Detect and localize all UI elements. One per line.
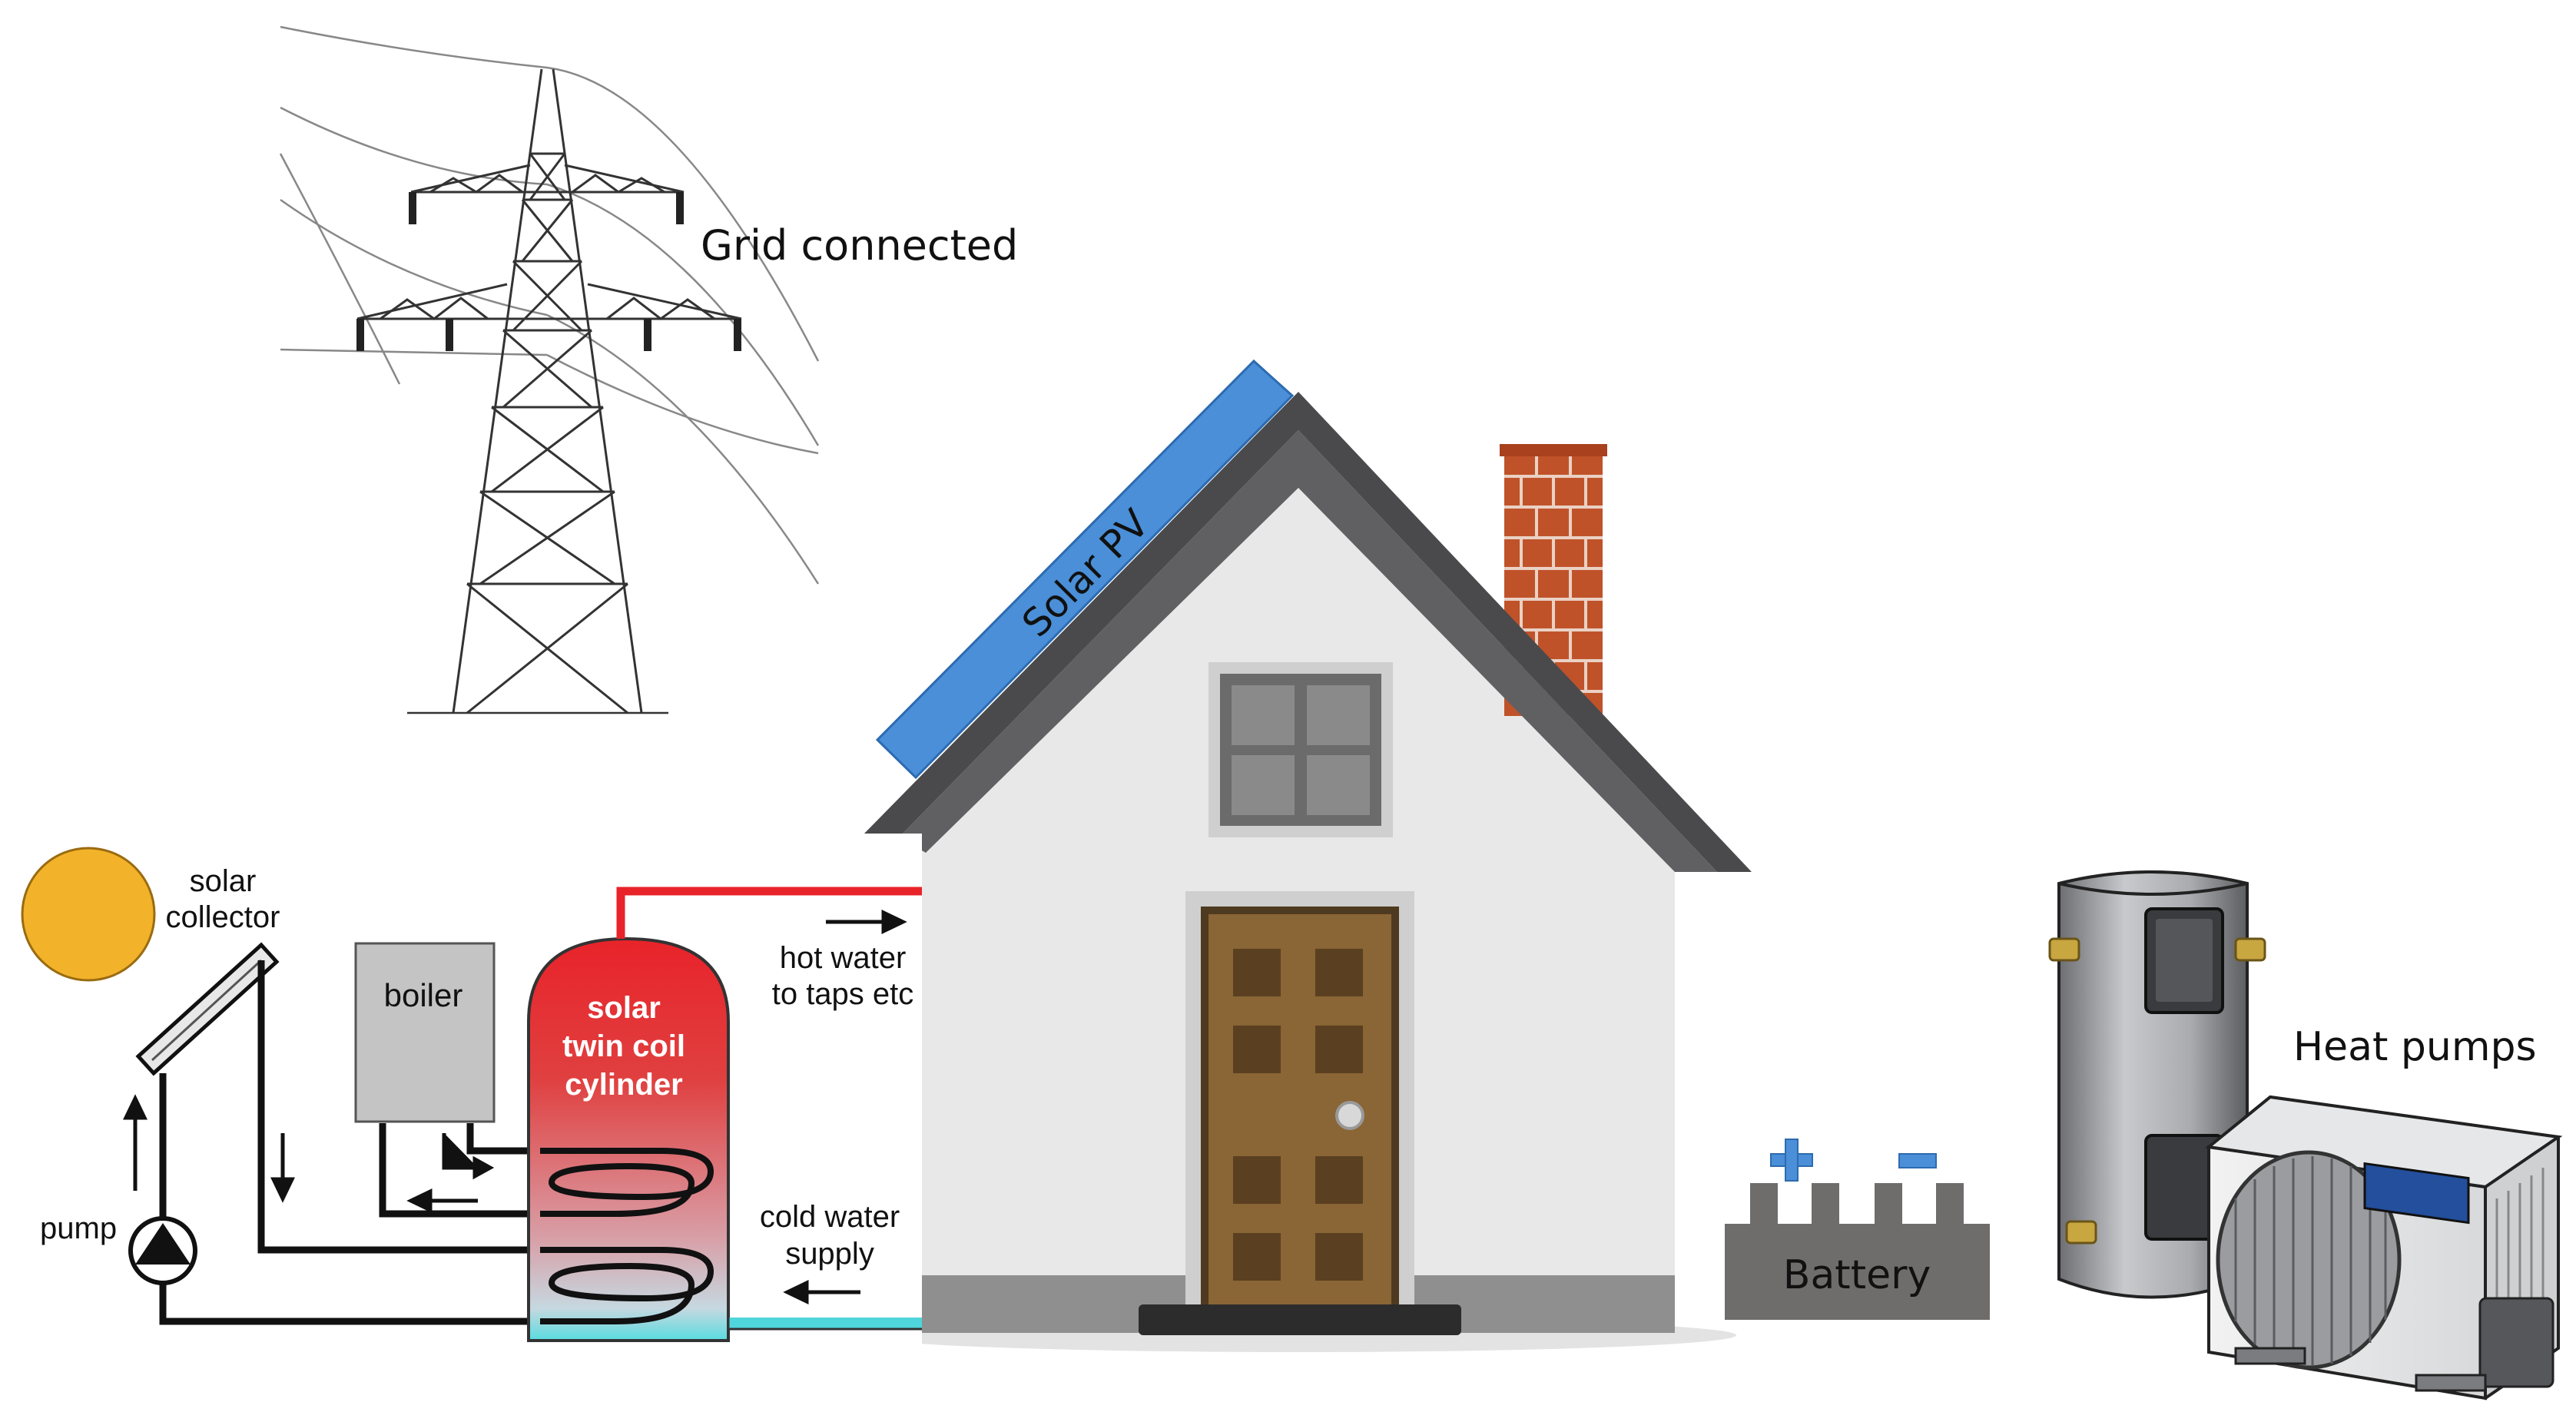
hot-water-label-line2: to taps etc — [772, 977, 914, 1011]
cylinder-label-line1: solar — [587, 991, 661, 1025]
solar-collector-panel — [135, 942, 280, 1076]
battery-label: Battery — [1783, 1252, 1931, 1298]
grid-label: Grid connected — [701, 221, 1018, 270]
hot-water-pipe — [616, 887, 922, 939]
boiler-label: boiler — [384, 977, 463, 1013]
power-lines — [279, 25, 820, 585]
pylon-icon — [279, 25, 820, 714]
cylinder-label-line2: twin coil — [562, 1029, 685, 1063]
sun-icon — [21, 847, 156, 982]
heat-pumps-label: Heat pumps — [2293, 1024, 2537, 1070]
hot-water-label-line1: hot water — [780, 941, 907, 975]
cylinder-label-line3: cylinder — [565, 1068, 682, 1102]
house-icon: Solar PV — [860, 359, 1752, 1352]
solar-thermal-system: solar collector pump — [15, 834, 922, 1356]
primary-loop-pipes — [159, 960, 540, 1325]
window — [1208, 662, 1393, 837]
heating-coils — [540, 1148, 714, 1324]
cold-water-label-line1: cold water — [760, 1200, 900, 1234]
heat-pump-cylinder — [2048, 870, 2266, 1299]
door-knob — [1335, 1101, 1364, 1130]
solar-collector-label-line2: collector — [166, 900, 280, 934]
battery-icon: Battery — [1725, 1139, 1990, 1320]
solar-twin-coil-cylinder: solar twin coil cylinder — [527, 936, 730, 1342]
flow-arrows — [123, 910, 907, 1304]
control-panel — [2363, 1162, 2470, 1225]
fan-grille — [2216, 1150, 2402, 1370]
cold-water-label-line2: supply — [785, 1237, 874, 1271]
insulators — [356, 192, 741, 351]
heat-pump-outdoor-unit — [2205, 1095, 2563, 1400]
pump-icon — [128, 1216, 197, 1285]
door — [1139, 891, 1461, 1335]
doorstep — [1139, 1304, 1461, 1335]
boiler: boiler — [354, 942, 496, 1123]
battery-plus-icon — [1770, 1139, 1813, 1182]
brass-fittings — [2048, 937, 2266, 1245]
solar-collector-label-line1: solar — [190, 864, 257, 898]
heat-pumps: Heat pumps — [2048, 870, 2563, 1400]
pump-label: pump — [40, 1212, 117, 1245]
battery-minus-icon — [1898, 1153, 1937, 1168]
